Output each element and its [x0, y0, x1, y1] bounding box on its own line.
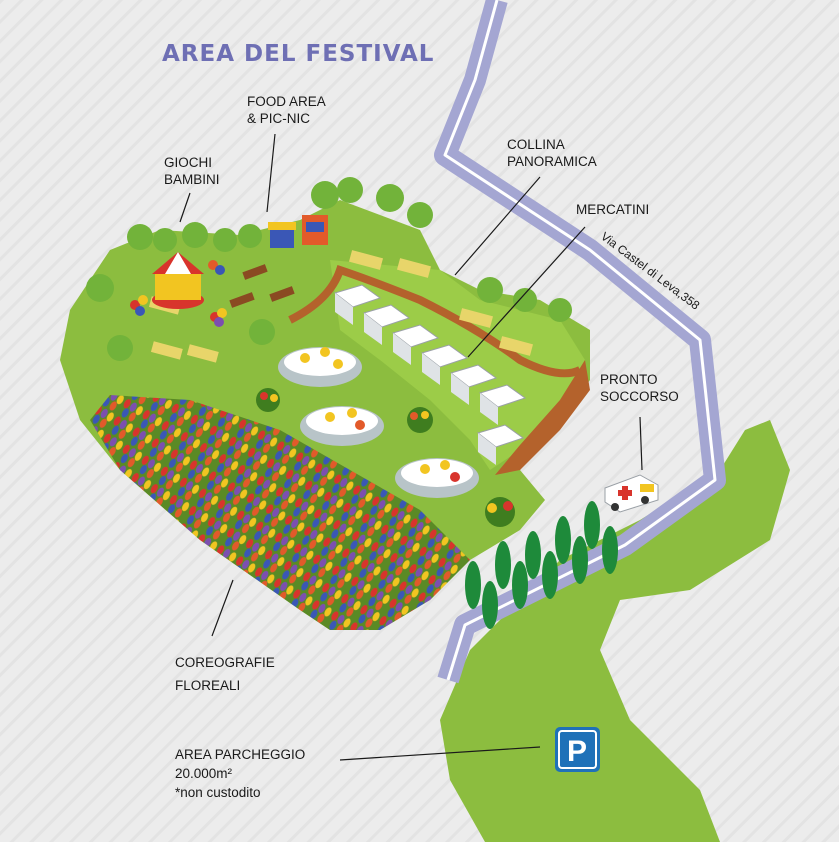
market-stall-icon [333, 284, 527, 465]
ambulance-icon [604, 474, 659, 513]
dirt-path [288, 264, 582, 378]
picnic-table-icon [229, 264, 295, 308]
label-coreografie-line2: FLOREALI [175, 678, 240, 693]
parking-sign-letter: P [567, 735, 587, 768]
label-collina-line2: PANORAMICA [507, 154, 597, 169]
label-coreografie-line1: COREOGRAFIE [175, 655, 275, 670]
trees [86, 177, 572, 361]
label-mercatini: MERCATINI [576, 202, 649, 217]
label-parcheggio-line3: *non custodito [175, 785, 261, 800]
food-stand-icon [268, 215, 328, 248]
tulip-field-icon [90, 395, 470, 630]
label-pronto-line1: PRONTO [600, 372, 658, 387]
hay-bales [148, 250, 534, 363]
label-parcheggio-line2: 20.000m² [175, 766, 233, 781]
parking-area [440, 420, 790, 842]
label-giochi-line1: GIOCHI [164, 155, 212, 170]
label-pronto-line2: SOCCORSO [600, 389, 679, 404]
leader-lines [179, 133, 643, 761]
parking-sign-icon: P [555, 727, 600, 772]
label-collina-line1: COLLINA [507, 137, 565, 152]
carousel-icon [152, 252, 204, 309]
map-title: AREA DEL FESTIVAL [162, 41, 434, 67]
cypress-tree-icon [465, 501, 618, 629]
balloons-icon [130, 260, 227, 327]
label-food-area-line1: FOOD AREA [247, 94, 326, 109]
label-parcheggio-line1: AREA PARCHEGGIO [175, 747, 305, 762]
label-food-area-line2: & PIC-NIC [247, 111, 310, 126]
flower-bed-icon [256, 347, 515, 527]
label-giochi-line2: BAMBINI [164, 172, 220, 187]
